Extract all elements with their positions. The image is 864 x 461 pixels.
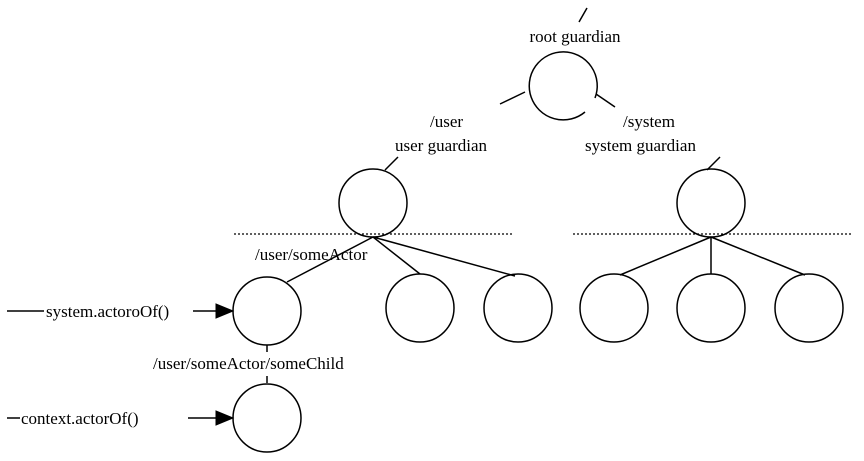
- edge-user-to-someactor: [286, 236, 374, 283]
- root-guardian-label: root guardian: [529, 27, 621, 46]
- some-child-path: /user/someActor/someChild: [153, 354, 344, 373]
- root-left-tick: [499, 91, 526, 105]
- system-actorof-label: system.actoroOf(): [46, 302, 169, 321]
- root-right-tick: [595, 93, 616, 108]
- some-actor-path: /user/someActor: [255, 245, 368, 264]
- system-guardian-label: system guardian: [585, 136, 696, 155]
- context-actorof-label: context.actorOf(): [21, 409, 139, 428]
- system-child-node-2: [676, 273, 746, 343]
- edge-user-to-child-3: [372, 236, 516, 277]
- system-guardian-tick: [706, 156, 721, 171]
- edge-system-to-child-1: [619, 236, 712, 276]
- system-guardian-path: /system: [623, 112, 675, 131]
- user-child-node-3: [483, 273, 553, 343]
- context-actorof-arrowhead: [215, 410, 235, 426]
- user-guardian-tick: [384, 156, 399, 171]
- root-top-tick: [578, 7, 588, 23]
- system-child-node-3: [774, 273, 844, 343]
- some-actor-node: [232, 276, 302, 346]
- system-actorof-arrowhead: [215, 303, 235, 319]
- user-guardian-label: user guardian: [395, 136, 488, 155]
- edge-system-to-child-3: [710, 236, 806, 276]
- user-child-node-2: [385, 273, 455, 343]
- user-guardian-path: /user: [430, 112, 463, 131]
- edge-user-to-child-2: [372, 236, 421, 275]
- user-guardian-node: [338, 168, 408, 238]
- some-child-node: [232, 383, 302, 453]
- system-guardian-node: [676, 168, 746, 238]
- system-child-node-1: [579, 273, 649, 343]
- root-guardian-node: [528, 51, 598, 121]
